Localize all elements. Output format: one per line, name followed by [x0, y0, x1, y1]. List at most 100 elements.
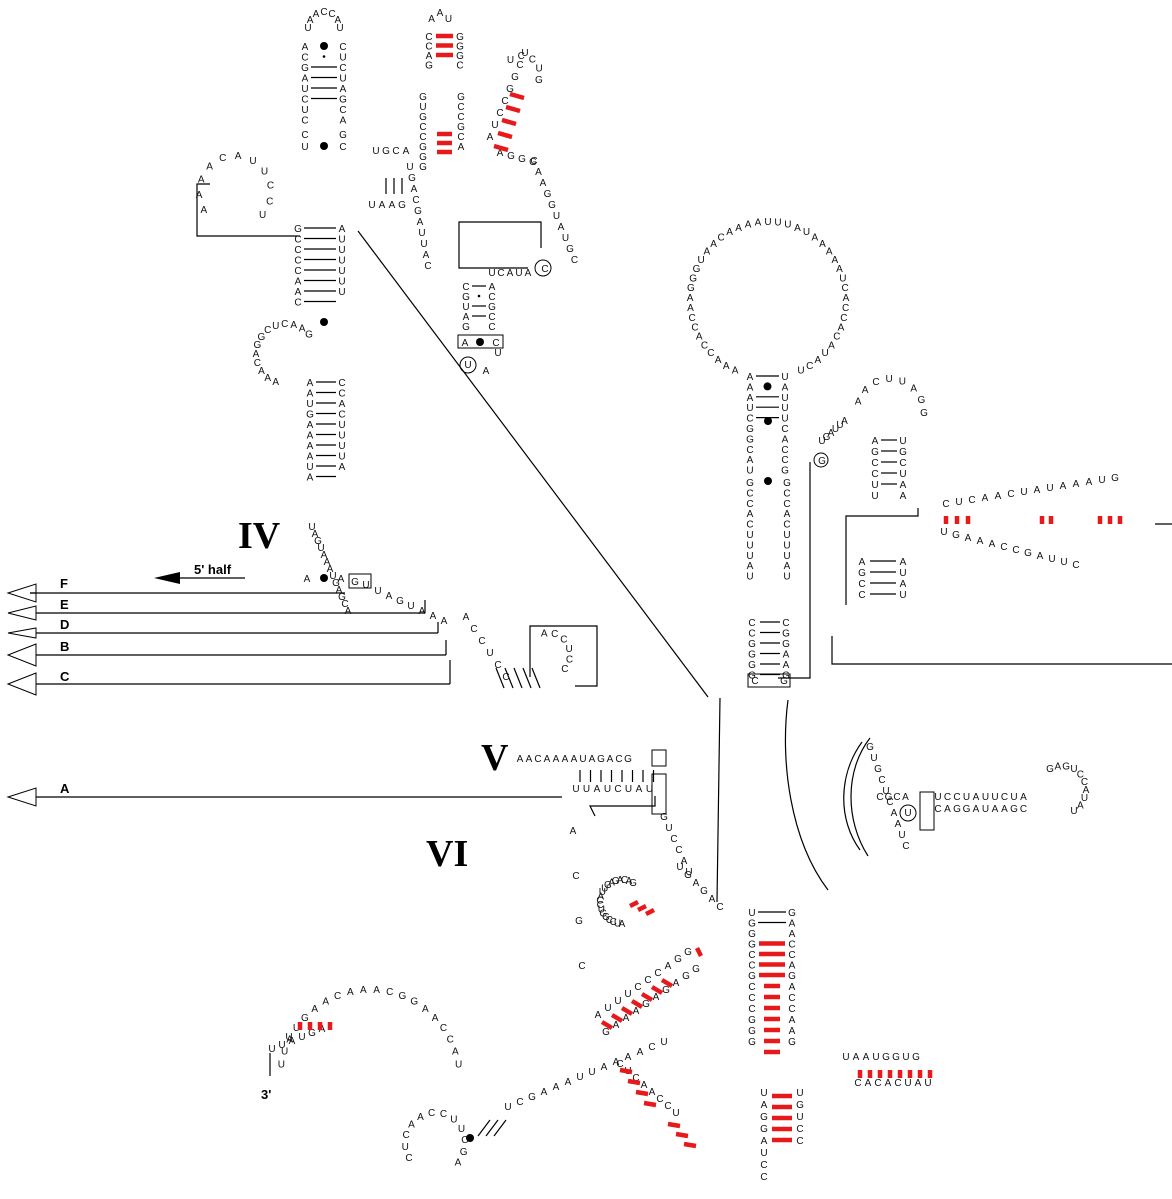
vStemL-nt: A — [783, 660, 790, 671]
vStemL-nt: G — [748, 660, 756, 671]
rightStem-nt: U — [783, 530, 790, 541]
ivBulgeLoop-nt: A — [253, 349, 260, 360]
bigLoop-nt: A — [843, 293, 850, 304]
rightHp-nt: U — [818, 436, 825, 447]
hpA_right-left-nt: C — [462, 282, 469, 293]
rightHp-nt: C — [1000, 542, 1007, 553]
hpA_right-right-nt: C — [488, 322, 495, 333]
hp1-nt: U — [601, 883, 608, 894]
hp4-right-nt: A — [789, 961, 796, 972]
vStemL-nt: A — [463, 612, 470, 623]
hpA_right-right-nt: C — [488, 292, 495, 303]
hpB_loop-nt: C — [518, 51, 525, 62]
ivJunction-nt: A — [324, 557, 331, 568]
hpA_right-left-nt: U — [462, 302, 469, 313]
ivStemLeft-left-nt: A — [302, 74, 309, 85]
hp2-nt: U — [604, 1003, 611, 1014]
hp2-nt: A — [653, 992, 660, 1003]
vStemL-nt: G — [748, 650, 756, 661]
circled-nt: U — [904, 808, 911, 819]
ivJunction-nt: C — [341, 599, 348, 610]
highlighted-base-pair — [660, 978, 674, 988]
loopRing-nt: G — [548, 200, 556, 211]
ivJunction-nt: A — [336, 585, 343, 596]
rightHpB-nt: C — [902, 841, 909, 852]
bigLoop-nt: C — [718, 233, 725, 244]
bigLoop-nt: C — [840, 313, 847, 324]
innerHp-nt: A — [902, 792, 909, 803]
rightHp-nt: A — [1034, 485, 1041, 496]
bigLoop-nt: C — [688, 313, 695, 324]
hp1-nt: G — [629, 878, 637, 889]
ivMidRight-nt: U — [338, 235, 345, 246]
rightHpB-right-nt: A — [900, 491, 907, 502]
rightHpB-right-nt: C — [899, 458, 906, 469]
hp3-nt: A — [455, 1157, 462, 1168]
rightHp-nt: G — [920, 408, 928, 419]
bigLoop-nt: A — [812, 233, 819, 244]
hp4-nt: C — [788, 1004, 795, 1015]
iv-nt: C — [339, 142, 346, 153]
rightHp-nt: A — [910, 384, 917, 395]
loopRing-nt: C — [424, 261, 431, 272]
vStemL-nt: G — [782, 639, 790, 650]
loopRing-nt: G — [408, 173, 416, 184]
ivLowerR-nt: C — [338, 389, 345, 400]
bigLoop-nt: C — [841, 283, 848, 294]
hpB_loop-nt: U — [507, 55, 514, 66]
ivLower-nt: A — [307, 473, 314, 484]
loopRing-nt: G — [544, 189, 552, 200]
hpA_left-nt: G — [419, 142, 427, 153]
rightStem-right-nt: U — [781, 414, 788, 425]
hp4-nt: G — [748, 1015, 756, 1026]
rightHp-nt: U — [1048, 554, 1055, 565]
ivBulgeLoop-nt: G — [253, 340, 261, 351]
vStrand-nt: U — [579, 754, 586, 765]
hp1-nt: C — [716, 902, 723, 913]
innerHp-nt: U — [1010, 792, 1017, 803]
hp2-nt: A — [623, 1013, 630, 1024]
hp1-nt: U — [665, 823, 672, 834]
innerHp-nt: A — [1020, 792, 1027, 803]
bigLoop-nt: U — [764, 217, 771, 228]
vStemL-nt: G — [782, 671, 790, 682]
ivJunction-nt: G — [332, 578, 340, 589]
ivMidLeft-nt: A — [295, 287, 302, 298]
circled-nt: U — [464, 360, 471, 371]
rightStem-nt: A — [784, 561, 791, 572]
ivHairpinLoop-nt: U — [304, 23, 311, 34]
hp3-nt: A — [641, 1080, 648, 1091]
trail-nt: U — [298, 1032, 305, 1043]
bigLoop-nt: A — [794, 223, 801, 234]
bottomHp-nt: U — [760, 1088, 767, 1099]
ivStemLeft-right-nt: U — [339, 53, 346, 64]
rightHp-nt: G — [917, 395, 925, 406]
bigLoop-nt: A — [819, 239, 826, 250]
bottomHp-nt: U — [902, 1052, 909, 1063]
hp3-nt: A — [565, 1077, 572, 1088]
ivLeftLoop-nt: C — [267, 181, 274, 192]
rightHp-nt: A — [1060, 481, 1067, 492]
bottomHp-nt: G — [760, 1124, 768, 1135]
rightHpB-nt: U — [899, 568, 906, 579]
hp4-left-nt: U — [748, 908, 755, 919]
rightHp-nt: A — [828, 428, 835, 439]
arrow-a-label: A — [60, 781, 70, 796]
bigLoop-nt: A — [687, 303, 694, 314]
rightHp-nt: U — [1060, 557, 1067, 568]
rightStem-right-nt: U — [781, 372, 788, 383]
ivJunction-nt: U — [317, 543, 324, 554]
hpA_right-left-nt: G — [462, 322, 470, 333]
hp4-left-nt: G — [748, 940, 756, 951]
three-prime-label: 3' — [261, 1087, 271, 1102]
hpA_left-nt: G — [419, 162, 427, 173]
ivJunction-nt: A — [419, 606, 426, 617]
rightHp-nt: C — [872, 377, 879, 388]
trail-nt: U — [285, 1032, 292, 1043]
hp4-left-nt: C — [748, 950, 755, 961]
ivBulgeLoop-nt: G — [305, 330, 313, 341]
hp3-nt: A — [408, 1119, 415, 1130]
hpA_right-left-nt: A — [463, 312, 470, 323]
rightStem-nt: U — [783, 572, 790, 583]
boxed-nucleotides — [457, 334, 504, 349]
